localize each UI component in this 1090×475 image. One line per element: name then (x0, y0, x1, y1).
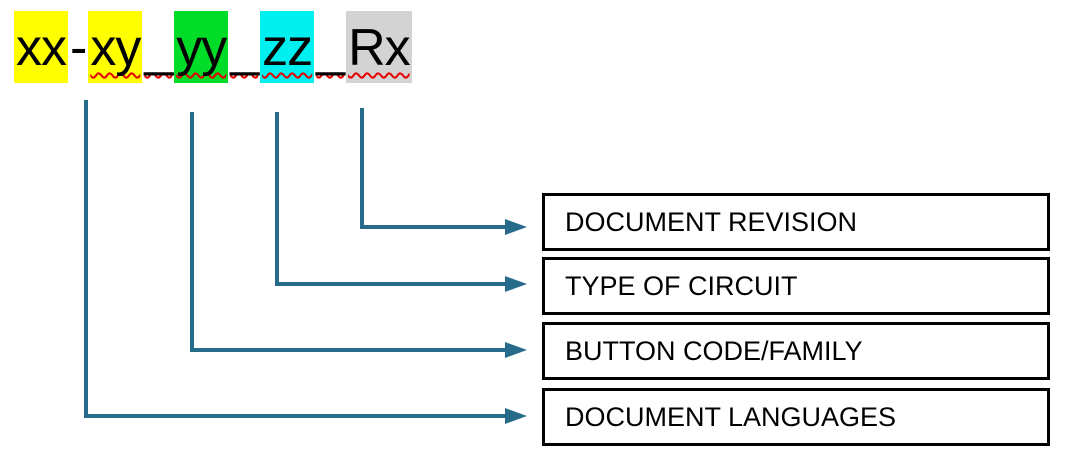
arrow-xx-xy-to-document-languages (84, 100, 527, 424)
box-document-revision-label: DOCUMENT REVISION (565, 206, 858, 237)
segment-rx: Rx (346, 11, 412, 83)
box-document-languages-label: DOCUMENT LANGUAGES (565, 401, 897, 432)
segment-underscore-3: _ (316, 19, 345, 77)
arrow-zz-to-type-of-circuit (275, 112, 527, 292)
misspelled-run: xy_yy_zz_Rx (88, 11, 412, 83)
arrow-rx-to-document-revision (360, 108, 527, 235)
document-code: xx-xy_yy_zz_Rx (14, 11, 412, 83)
segment-zz: zz (260, 11, 315, 83)
segment-hyphen: - (70, 19, 87, 77)
box-type-of-circuit-label: TYPE OF CIRCUIT (565, 270, 798, 301)
box-document-languages: DOCUMENT LANGUAGES (542, 388, 1050, 446)
segment-xy: xy (88, 11, 143, 83)
box-type-of-circuit: TYPE OF CIRCUIT (542, 257, 1050, 315)
segment-xx: xx (14, 11, 68, 83)
segment-underscore-1: _ (144, 19, 173, 77)
box-document-revision: DOCUMENT REVISION (542, 193, 1050, 251)
box-button-code-family-label: BUTTON CODE/FAMILY (565, 335, 863, 366)
segment-underscore-2: _ (230, 19, 259, 77)
arrow-yy-to-button-code-family (190, 112, 527, 358)
box-button-code-family: BUTTON CODE/FAMILY (542, 322, 1050, 380)
segment-yy: yy (174, 11, 229, 83)
